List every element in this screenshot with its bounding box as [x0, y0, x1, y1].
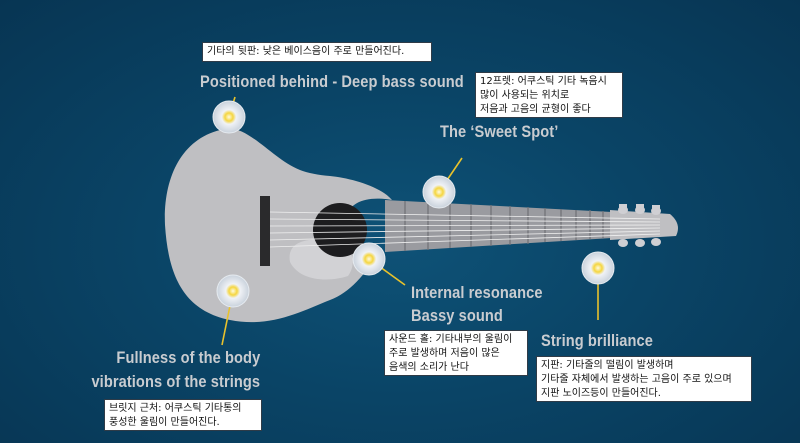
note-sweet-spot: 12프렛: 어쿠스틱 기타 녹음시 많이 사용되는 위치로 저음과 고음의 균형…	[475, 72, 623, 118]
microphone-marker-icon	[212, 100, 615, 308]
label-string: String brilliance	[541, 331, 653, 350]
label-resonance-line1: Internal resonance	[411, 283, 543, 302]
note-resonance: 사운드 홀: 기타내부의 울림이 주로 발생하며 저음이 많은 음색의 소리가 …	[384, 330, 528, 376]
tuning-pegs	[618, 204, 661, 247]
label-back: Positioned behind - Deep bass sound	[200, 72, 464, 91]
note-string: 지판: 기타줄의 떨림이 발생하며 기타줄 자체에서 발생하는 고음이 주로 있…	[536, 356, 752, 402]
label-body-line2: vibrations of the strings	[91, 372, 260, 391]
label-sweet-spot: The ‘Sweet Spot’	[440, 122, 559, 141]
label-resonance-line2: Bassy sound	[411, 306, 503, 325]
bridge	[260, 196, 270, 266]
sound-hole	[313, 203, 367, 257]
guitar-neck	[385, 200, 612, 252]
note-back: 기타의 뒷판: 낮은 베이스음이 주로 만들어진다.	[202, 42, 432, 62]
guitar-strings	[269, 211, 661, 248]
note-body: 브릿지 근처: 어쿠스틱 기타통의 풍성한 울림이 만들어진다.	[104, 399, 262, 431]
label-body-line1: Fullness of the body	[116, 348, 260, 367]
